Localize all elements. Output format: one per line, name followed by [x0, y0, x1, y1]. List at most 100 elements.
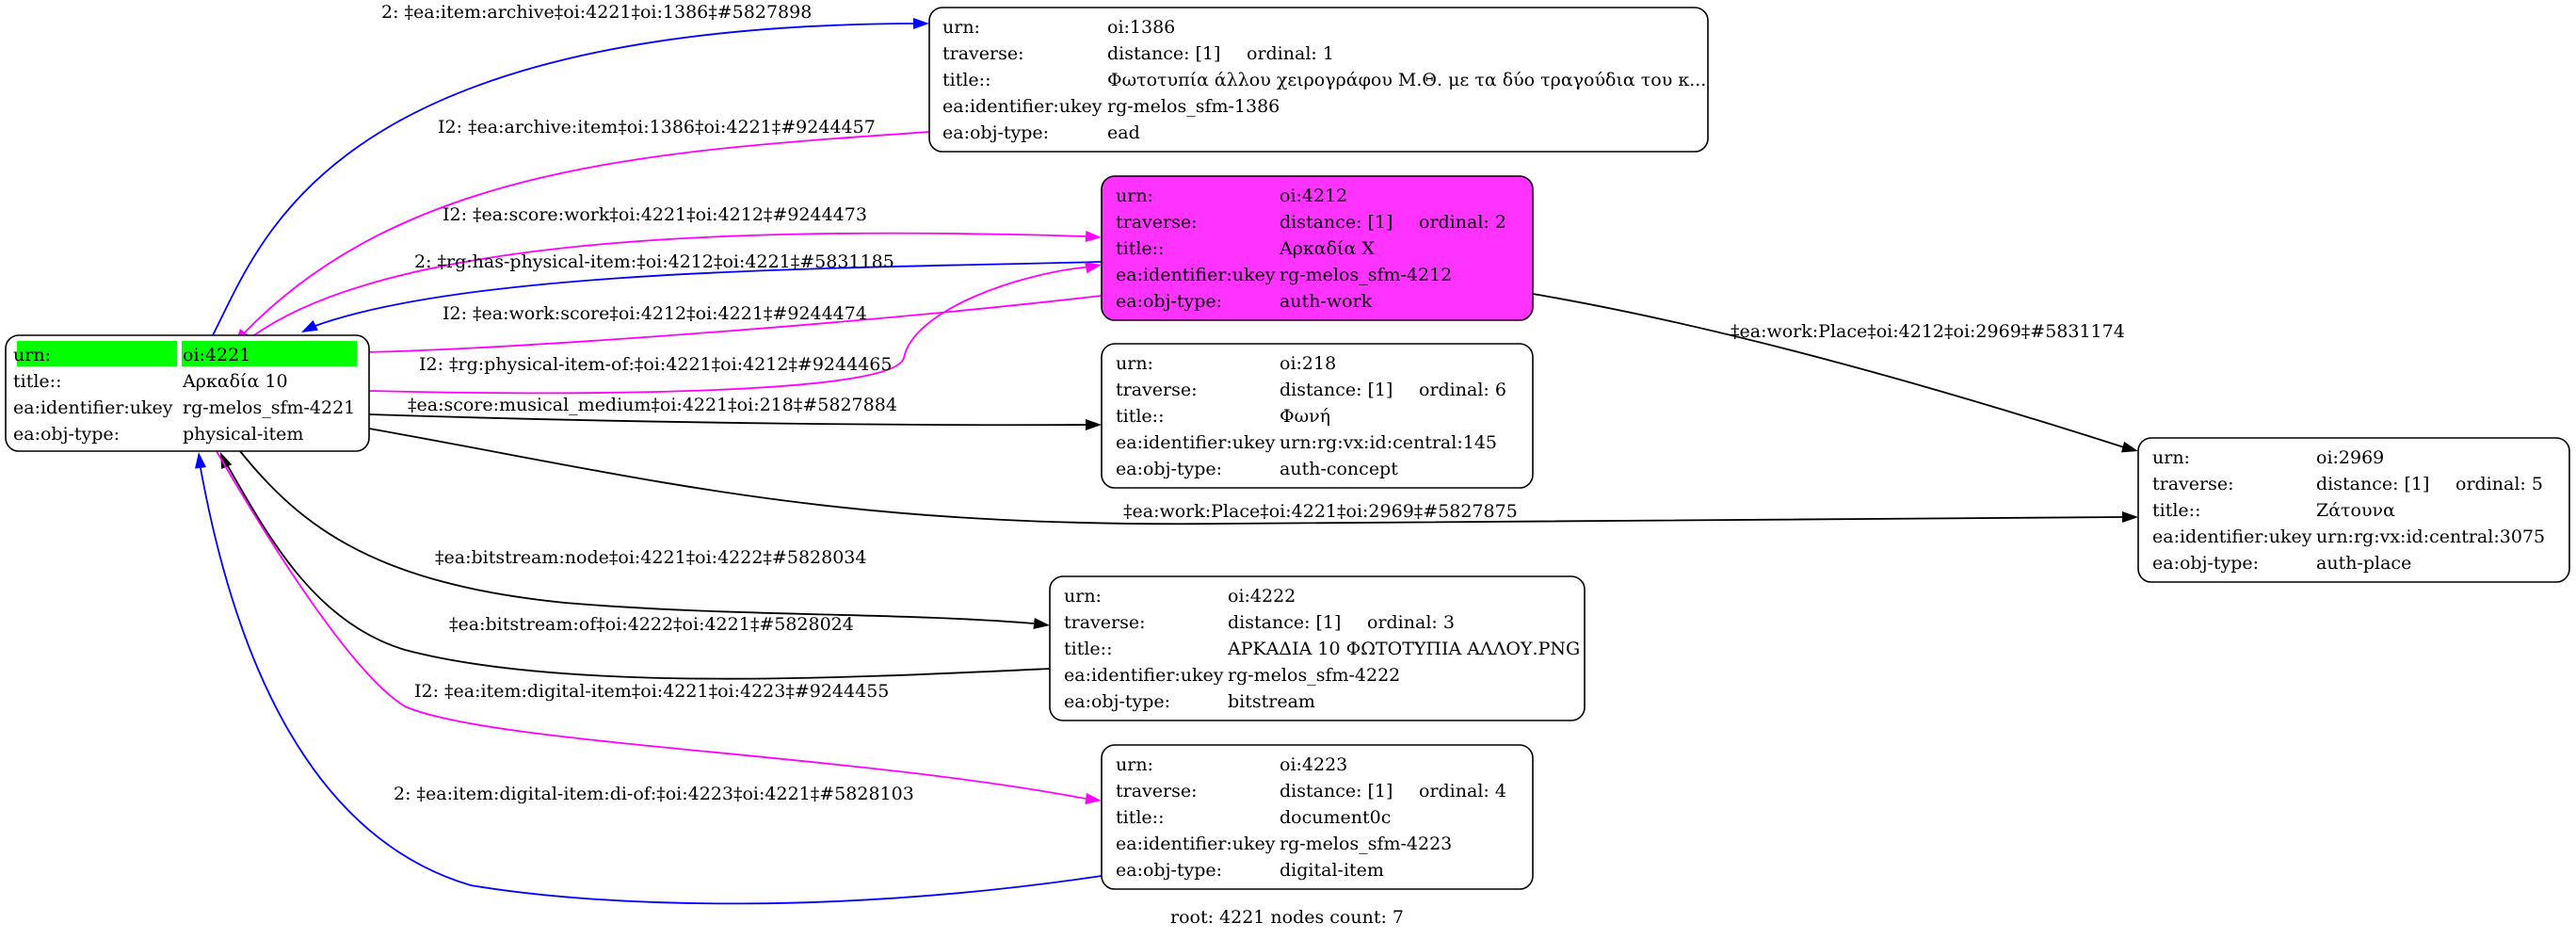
- field-value-ordinal: ordinal: 4: [1419, 781, 1506, 801]
- field-value-distance: distance: [1]: [1107, 43, 1220, 64]
- edge-10[interactable]: ‡ea:bitstream:of‡oi:4222‡oi:4221‡#582802…: [220, 452, 1051, 680]
- field-label-title: title::: [13, 371, 61, 392]
- edge-4[interactable]: I2: ‡ea:work:score‡oi:4212‡oi:4221‡#9244…: [352, 295, 1103, 358]
- field-label-identifier: ea:identifier:ukey: [1116, 834, 1276, 854]
- edge-path-4: [364, 295, 1103, 353]
- field-value-obj-type: auth-place: [2316, 553, 2411, 574]
- node-box: [2137, 437, 2570, 583]
- field-value-ordinal: ordinal: 5: [2455, 474, 2543, 494]
- field-label-identifier: ea:identifier:ukey: [2152, 526, 2312, 547]
- field-label-title: title::: [1064, 639, 1112, 659]
- field-value-urn: oi:218: [1280, 353, 1336, 374]
- field-value-urn: oi:1386: [1107, 17, 1175, 38]
- node-box: [1049, 575, 1586, 721]
- field-value-title: document0c: [1280, 807, 1391, 828]
- field-value-urn: oi:2969: [2316, 447, 2384, 468]
- field-value-urn: oi:4212: [1280, 186, 1347, 206]
- edge-11[interactable]: I2: ‡ea:item:digital-item‡oi:4221‡oi:422…: [216, 450, 1102, 804]
- field-label-traverse: traverse:: [2152, 474, 2234, 494]
- edge-label-4: I2: ‡ea:work:score‡oi:4212‡oi:4221‡#9244…: [443, 303, 867, 324]
- field-label-title: title::: [942, 70, 990, 90]
- edge-arrowhead-8: [2122, 511, 2138, 523]
- edge-arrowhead-5: [1085, 262, 1102, 274]
- edge-label-2: I2: ‡ea:score:work‡oi:4221‡oi:4212‡#9244…: [443, 204, 867, 225]
- edge-arrowhead-6: [1086, 419, 1102, 430]
- edge-label-1: I2: ‡ea:archive:item‡oi:1386‡oi:4221‡#92…: [438, 117, 876, 138]
- edge-path-1: [241, 131, 930, 336]
- edge-label-7: ‡ea:work:Place‡oi:4212‡oi:2969‡#5831174: [1731, 321, 2125, 342]
- edge-12[interactable]: 2: ‡ea:item:digital-item:di-of:‡oi:4223‡…: [195, 452, 1103, 905]
- graph-footer: root: 4221 nodes count: 7: [1170, 907, 1404, 928]
- node-box: [1101, 744, 1534, 890]
- field-label-traverse: traverse:: [942, 43, 1024, 64]
- field-value-title: Ζάτουνα: [2316, 500, 2395, 521]
- edge-label-12: 2: ‡ea:item:digital-item:di-of:‡oi:4223‡…: [394, 784, 914, 804]
- node-box: [1101, 175, 1534, 321]
- edge-label-10: ‡ea:bitstream:of‡oi:4222‡oi:4221‡#582802…: [449, 614, 854, 635]
- edge-9[interactable]: ‡ea:bitstream:node‡oi:4221‡oi:4222‡#5828…: [239, 450, 1050, 629]
- edge-path-10: [223, 459, 1051, 680]
- edge-path-6: [368, 413, 1087, 427]
- edge-path-12: [200, 467, 1103, 905]
- field-label-urn: urn:: [1064, 586, 1102, 607]
- field-label-obj-type: ea:obj-type:: [1116, 459, 1222, 479]
- edge-arrowhead-7: [2121, 441, 2138, 453]
- edge-7[interactable]: ‡ea:work:Place‡oi:4212‡oi:2969‡#5831174: [1532, 293, 2138, 453]
- edge-0[interactable]: 2: ‡ea:item:archive‡oi:4221‡oi:1386‡#582…: [212, 2, 929, 336]
- edge-path-2: [253, 232, 1087, 336]
- field-value-title: ΑΡΚΑΔΙΑ 10 ΦΩΤΟΤΥΠΙΑ ΑΛΛΟΥ.PNG: [1227, 639, 1580, 659]
- edge-2[interactable]: I2: ‡ea:score:work‡oi:4221‡oi:4212‡#9244…: [253, 204, 1102, 336]
- field-value-obj-type: physical-item: [183, 424, 303, 445]
- field-value-identifier: rg-melos_sfm-4223: [1280, 834, 1452, 854]
- field-value-title: Φωνή: [1280, 406, 1330, 427]
- edge-label-0: 2: ‡ea:item:archive‡oi:4221‡oi:1386‡#582…: [381, 2, 812, 23]
- field-value-title: Αρκαδία 10: [182, 371, 288, 392]
- field-label-identifier: ea:identifier:ukey: [13, 397, 173, 418]
- edge-6[interactable]: ‡ea:score:musical_medium‡oi:4221‡oi:218‡…: [368, 395, 1102, 430]
- field-label-obj-type: ea:obj-type:: [13, 424, 120, 445]
- field-label-identifier: ea:identifier:ukey: [942, 96, 1103, 117]
- field-value-identifier: urn:rg:vx:id:central:145: [1280, 432, 1497, 453]
- edge-arrowhead-0: [913, 18, 929, 29]
- node-box: [928, 7, 1709, 153]
- field-value-obj-type: auth-work: [1280, 291, 1373, 312]
- edge-label-3: 2: ‡rg:has-physical-item:‡oi:4212‡oi:422…: [414, 251, 894, 272]
- field-label-title: title::: [1116, 406, 1164, 427]
- edge-5[interactable]: I2: ‡rg:physical-item-of:‡oi:4221‡oi:421…: [368, 262, 1102, 395]
- edge-arrowhead-9: [1033, 618, 1050, 629]
- edge-3[interactable]: 2: ‡rg:has-physical-item:‡oi:4212‡oi:422…: [301, 251, 1103, 332]
- field-label-urn: urn:: [2152, 447, 2190, 468]
- field-value-ordinal: ordinal: 6: [1419, 380, 1506, 400]
- field-label-obj-type: ea:obj-type:: [1116, 860, 1222, 881]
- field-value-ordinal: ordinal: 2: [1419, 212, 1506, 233]
- edge-path-11: [216, 450, 1087, 800]
- field-label-traverse: traverse:: [1116, 380, 1198, 400]
- field-label-obj-type: ea:obj-type:: [2152, 553, 2259, 574]
- field-value-distance: distance: [1]: [1280, 781, 1393, 801]
- field-value-ordinal: ordinal: 3: [1367, 612, 1455, 633]
- field-value-ordinal: ordinal: 1: [1247, 43, 1334, 64]
- field-label-obj-type: ea:obj-type:: [1064, 691, 1170, 712]
- edge-path-7: [1532, 293, 2125, 448]
- edges-layer: 2: ‡ea:item:archive‡oi:4221‡oi:1386‡#582…: [195, 2, 2138, 905]
- field-label-traverse: traverse:: [1116, 781, 1198, 801]
- field-value-obj-type: digital-item: [1280, 860, 1384, 881]
- field-label-traverse: traverse:: [1116, 212, 1198, 233]
- edge-arrowhead-2: [1085, 231, 1102, 242]
- field-value-urn: oi:4222: [1228, 586, 1296, 607]
- field-label-urn: urn:: [1116, 186, 1153, 206]
- field-value-obj-type: bitstream: [1228, 691, 1315, 712]
- edge-path-9: [239, 450, 1035, 624]
- edge-arrowhead-11: [1085, 793, 1102, 804]
- field-label-urn: urn:: [1116, 754, 1153, 775]
- field-label-urn: urn:: [1116, 353, 1153, 374]
- field-value-obj-type: ead: [1107, 122, 1140, 143]
